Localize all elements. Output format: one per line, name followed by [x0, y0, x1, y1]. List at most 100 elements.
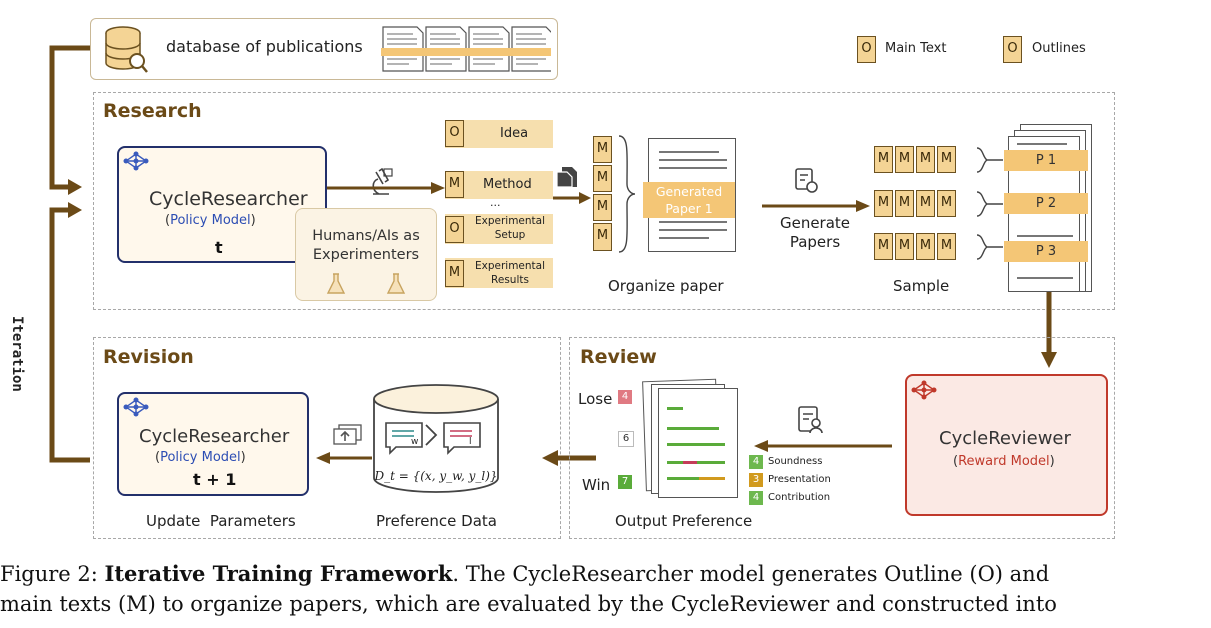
arrow-to-stack — [553, 192, 591, 204]
outline-setup-label: Experimental Setup — [474, 215, 546, 241]
lose-label: Lose — [578, 390, 613, 408]
iteration-label: Iteration — [9, 316, 25, 392]
arrow-generate — [762, 200, 870, 212]
sample-p3: P 3 — [1004, 241, 1088, 262]
outline-results-label: Experimental Results — [474, 260, 546, 286]
sample-row-3-m1: M — [874, 233, 893, 260]
iteration-loop-arrows — [49, 45, 90, 463]
stack-m-1: M — [593, 136, 612, 163]
pref-l: l — [469, 437, 472, 447]
sample-row-2-m4: M — [937, 190, 956, 217]
sample-braces — [976, 147, 1003, 260]
output-preference-label: Output Preference — [615, 512, 753, 530]
database-box: database of publications — [90, 18, 558, 80]
criterion-contribution-label: Contribution — [768, 492, 831, 503]
sample-row-1-m4: M — [937, 146, 956, 173]
flask-icon-2 — [386, 273, 406, 294]
sample-p2: P 2 — [1004, 193, 1088, 214]
criterion-presentation-score: 3 — [749, 473, 763, 487]
sample-rows: M M M M M M M M M M M M — [874, 146, 958, 264]
microscope-icon — [372, 168, 393, 195]
database-label: database of publications — [166, 37, 363, 56]
revision-section — [93, 337, 561, 539]
reward-model-box: CycleReviewer (Reward Model) — [905, 374, 1108, 516]
sample-label: Sample — [893, 277, 950, 295]
stack-brace — [618, 135, 636, 253]
revision-policy-box: CycleResearcher (Policy Model) t + 1 — [117, 392, 309, 496]
caption-line-2: main texts (M) to organize papers, which… — [0, 592, 1057, 616]
sample-row-2-m1: M — [874, 190, 893, 217]
criterion-contribution-score: 4 — [749, 491, 763, 505]
experimenters-label: Humans/AIs as Experimenters — [312, 228, 420, 263]
flask-icon — [326, 273, 346, 294]
revision-policy-name: CycleResearcher — [139, 426, 290, 447]
caption-bold: Iterative Training Framework — [104, 561, 453, 586]
policy-model-role: (Policy Model) — [165, 213, 256, 228]
outline-method-label: Method — [483, 177, 532, 192]
reward-model-role: (Reward Model) — [953, 454, 1055, 469]
revision-policy-step: t + 1 — [193, 470, 237, 489]
preference-data-label: Preference Data — [376, 512, 497, 530]
legend-outlines-box: O — [1003, 36, 1022, 63]
upload-icon — [333, 424, 362, 445]
criterion-soundness-label: Soundness — [768, 456, 823, 467]
arrow-to-preference — [542, 450, 596, 466]
generate-papers-label: Generate Papers — [779, 214, 851, 251]
sample-row-3-m3: M — [916, 233, 935, 260]
policy-model-name: CycleResearcher — [149, 188, 308, 210]
stack-m-3: M — [593, 194, 612, 221]
policy-model-box: CycleResearcher (Policy Model) t — [117, 146, 327, 263]
generate-icon — [795, 168, 818, 193]
revision-policy-role-text: Policy Model — [160, 450, 241, 465]
policy-model-step: t — [215, 238, 223, 257]
research-section — [93, 92, 1115, 310]
experimenters-box: Humans/AIs as Experimenters — [295, 208, 437, 301]
database-icon — [105, 26, 148, 73]
outline-method-tag: M — [445, 171, 464, 198]
revision-title: Revision — [103, 346, 194, 368]
sample-row-3-m2: M — [895, 233, 914, 260]
sample-row-2-m3: M — [916, 190, 935, 217]
preference-formula: D_t = {(x, y_w, y_l)} — [374, 469, 498, 483]
sample-row-3-m4: M — [937, 233, 956, 260]
legend-outlines-label: Outlines — [1032, 41, 1086, 56]
research-title: Research — [103, 100, 202, 122]
caption-line-1: Figure 2: Iterative Training Framework. … — [0, 561, 1049, 586]
outline-idea-tag: O — [445, 120, 464, 147]
organize-paper-label: Organize paper — [608, 277, 724, 295]
policy-model-role-text: Policy Model — [170, 213, 251, 228]
sample-row-1-m3: M — [916, 146, 935, 173]
outline-ellipsis: ... — [490, 196, 501, 209]
sample-row-1-m2: M — [895, 146, 914, 173]
reward-model-role-text: Reward Model — [958, 454, 1050, 469]
revision-policy-role: (Policy Model) — [155, 450, 246, 465]
legend-main-text-box: O — [857, 36, 876, 63]
generated-paper-label: Generated Paper 1 — [643, 182, 735, 218]
caption-rest: . The CycleResearcher model generates Ou… — [452, 562, 1050, 586]
sample-row-2-m2: M — [895, 190, 914, 217]
reward-model-name: CycleReviewer — [939, 428, 1071, 449]
review-icon — [798, 406, 823, 434]
win-label: Win — [582, 476, 611, 494]
output-paper-3 — [658, 388, 738, 498]
arrow-to-output — [754, 440, 892, 452]
arrow-to-update — [316, 452, 372, 464]
score-lose: 4 — [618, 390, 632, 404]
outline-idea-label: Idea — [500, 126, 529, 141]
network-icon-revision — [123, 397, 149, 417]
sample-row-1-m1: M — [874, 146, 893, 173]
outline-setup-tag: O — [445, 216, 464, 243]
arrow-to-method — [327, 182, 445, 194]
document-icon — [556, 167, 577, 188]
criterion-presentation-label: Presentation — [768, 474, 831, 485]
review-title: Review — [580, 346, 657, 368]
criterion-soundness-score: 4 — [749, 455, 763, 469]
caption-prefix: Figure 2: — [0, 562, 105, 586]
preference-database — [373, 384, 499, 493]
score-mid: 6 — [618, 431, 634, 447]
sample-p1: P 1 — [1004, 150, 1088, 171]
stack-m-4: M — [593, 223, 612, 251]
arrow-to-reviewer — [1041, 292, 1057, 368]
outline-results-tag: M — [445, 260, 464, 287]
publication-stack — [381, 25, 553, 75]
